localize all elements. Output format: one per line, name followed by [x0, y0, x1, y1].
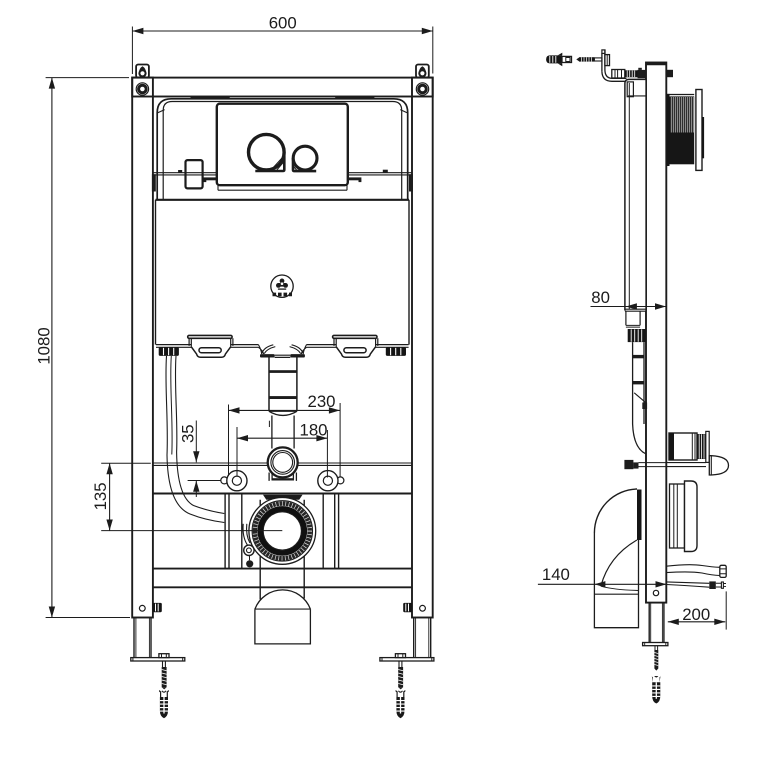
svg-text:200: 200: [682, 605, 710, 624]
svg-text:180: 180: [300, 421, 328, 440]
svg-text:1080: 1080: [35, 327, 54, 364]
svg-text:140: 140: [542, 565, 570, 584]
svg-text:230: 230: [308, 392, 336, 411]
svg-text:600: 600: [269, 13, 297, 32]
svg-text:35: 35: [179, 424, 198, 443]
svg-text:135: 135: [91, 482, 110, 510]
svg-text:80: 80: [591, 288, 610, 307]
